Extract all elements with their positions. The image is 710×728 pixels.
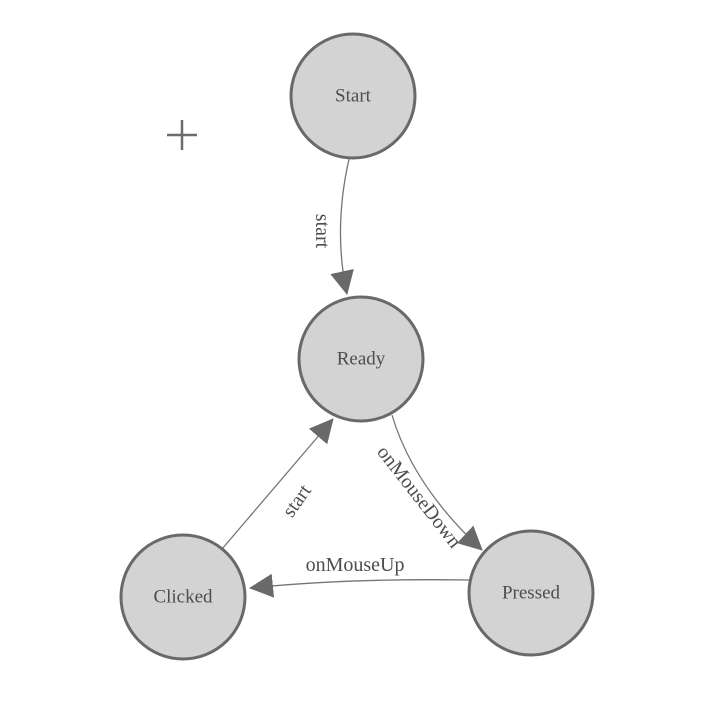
state-label-pressed: Pressed <box>502 583 561 604</box>
plus-icon <box>167 120 197 150</box>
state-node-ready[interactable]: Ready <box>297 295 425 423</box>
edge-start-to-ready[interactable] <box>330 158 354 295</box>
edge-label-start-to-ready: start <box>311 214 333 249</box>
state-node-start[interactable]: Start <box>289 32 417 160</box>
state-label-clicked: Clicked <box>153 587 213 608</box>
state-node-pressed[interactable]: Pressed <box>467 529 595 657</box>
edge-label-clicked-to-ready: start <box>278 480 316 521</box>
state-label-ready: Ready <box>337 349 386 370</box>
edge-label-pressed-to-clicked: onMouseUp <box>306 554 405 576</box>
edge-clicked-to-ready[interactable] <box>221 418 334 550</box>
state-label-start: Start <box>335 86 372 107</box>
edge-ready-to-pressed[interactable] <box>391 414 483 551</box>
edge-label-ready-to-pressed: onMouseDown <box>372 442 465 553</box>
state-node-clicked[interactable]: Clicked <box>119 533 247 661</box>
edge-pressed-to-clicked[interactable] <box>249 573 470 598</box>
